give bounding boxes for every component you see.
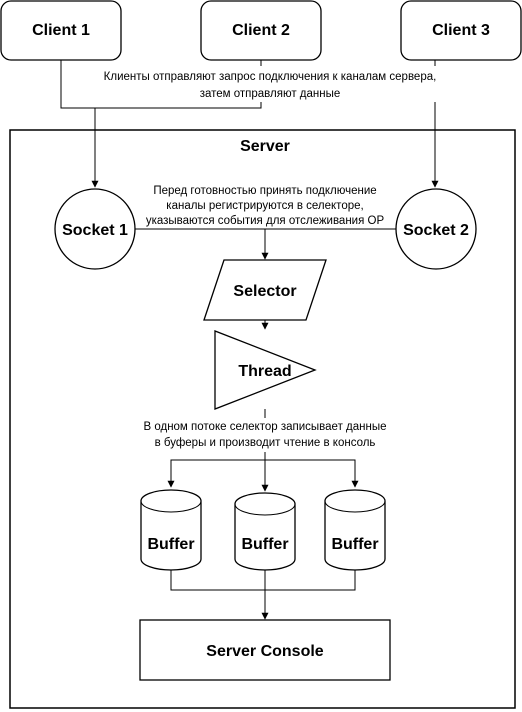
register-note-line3: указываются события для отслеживания ОР — [146, 215, 385, 227]
client-1-label: Client 1 — [32, 22, 90, 39]
buffer-3-node: Buffer — [324, 489, 386, 571]
buffer-3-label: Buffer — [331, 536, 378, 553]
server-frame — [9, 129, 516, 709]
client-3-label: Client 3 — [432, 22, 490, 39]
clients-note-line2: затем отправляют данные — [200, 88, 341, 100]
buffer-1-label: Buffer — [147, 536, 194, 553]
buffer-2-node: Buffer — [234, 492, 296, 571]
socket-2-node: Socket 2 — [395, 188, 477, 270]
server-console-label: Server Console — [206, 643, 323, 660]
socket-2-label: Socket 2 — [403, 222, 469, 239]
server-console-node: Server Console — [139, 619, 391, 681]
client-2-node: Client 2 — [200, 0, 322, 61]
thread-note-bg — [140, 418, 390, 452]
buffer-1-node: Buffer — [140, 489, 202, 571]
left-buffer-to-console-connector — [170, 570, 356, 591]
thread-to-left-buffer-arrow — [167, 459, 265, 488]
register-note-bg — [138, 181, 392, 227]
register-note-line1: Перед готовностью принять подключение — [153, 185, 376, 197]
thread-node: Thread — [214, 330, 317, 410]
clients-note-line1: Клиенты отправляют запрос подключения к … — [104, 71, 437, 83]
thread-to-right-buffer-arrow — [265, 459, 359, 488]
thread-note-line1: В одном потоке селектор записывает данны… — [143, 421, 386, 433]
buffer-2-label: Buffer — [241, 536, 288, 553]
selector-node: Selector — [203, 259, 327, 321]
thread-note-line2: в буферы и производит чтение в консоль — [155, 437, 376, 449]
client-2-label: Client 2 — [232, 22, 290, 39]
server-title: Server — [240, 138, 290, 155]
socket-1-label: Socket 1 — [62, 222, 128, 239]
client-3-node: Client 3 — [400, 0, 522, 61]
thread-label: Thread — [238, 363, 291, 380]
client-1-node: Client 1 — [0, 0, 122, 61]
clients-note-bg — [92, 66, 448, 102]
socket-1-node: Socket 1 — [54, 188, 136, 270]
selector-label: Selector — [233, 283, 296, 300]
register-note-line2: каналы регистрируются в селекторе, — [166, 200, 363, 212]
